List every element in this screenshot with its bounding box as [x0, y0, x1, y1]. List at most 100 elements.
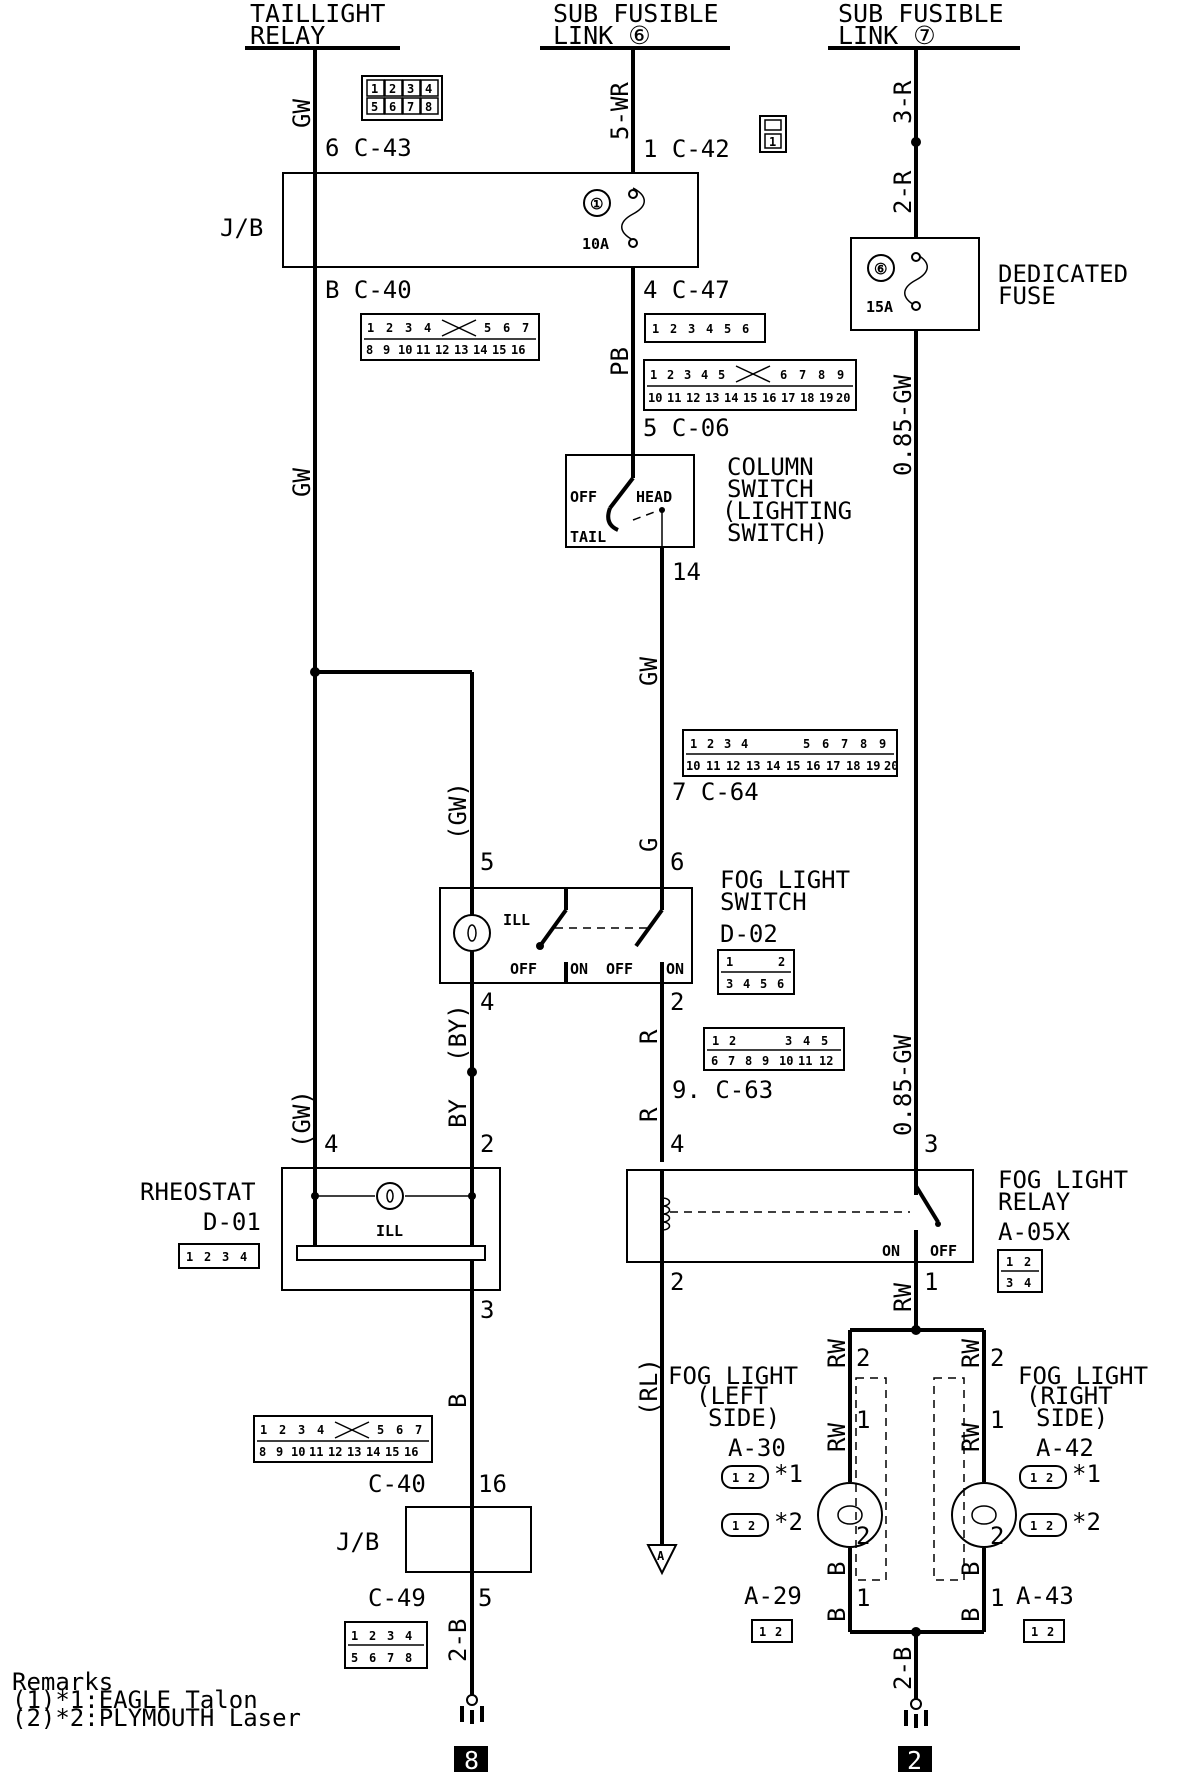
- svg-text:2: 2: [389, 82, 396, 96]
- svg-text:6: 6: [822, 737, 829, 751]
- svg-text:15: 15: [385, 1445, 399, 1459]
- fuse-1-amp: 10A: [582, 235, 609, 253]
- svg-text:4: 4: [743, 977, 750, 991]
- sub-fusible-link-7-source: SUB FUSIBLE LINK ⑦: [828, 0, 1020, 50]
- sub-fusible-6-label-2: LINK ⑥: [553, 21, 651, 50]
- fog-left-label-2: (LEFT: [696, 1382, 768, 1410]
- sub-fusible-7-label-1: SUB FUSIBLE: [838, 0, 1004, 28]
- svg-text:4: 4: [405, 1629, 412, 1643]
- fog-left-pin-1: 1: [856, 1406, 870, 1434]
- svg-text:4: 4: [317, 1423, 324, 1437]
- wire-label-rw: RW: [889, 1283, 917, 1312]
- remarks-line-1: (1)*1:EAGLE Talon: [12, 1686, 258, 1714]
- column-switch-off: OFF: [570, 488, 597, 506]
- svg-text:1: 1: [690, 737, 697, 751]
- left-b-wire: B 2-B: [444, 1290, 474, 1695]
- svg-text:1: 1: [367, 321, 374, 335]
- svg-text:1: 1: [650, 368, 657, 382]
- svg-text:17: 17: [826, 759, 840, 773]
- svg-text:5: 5: [803, 737, 810, 751]
- svg-text:6: 6: [711, 1054, 718, 1068]
- svg-text:1: 1: [712, 1034, 719, 1048]
- taillight-relay-source: TAILLIGHT RELAY: [245, 0, 400, 50]
- junction-block-bottom: [405, 1506, 532, 1573]
- svg-text:2: 2: [775, 1625, 782, 1639]
- svg-text:3: 3: [724, 737, 731, 751]
- pin-5-fog: 5: [480, 848, 494, 876]
- svg-text:7: 7: [387, 1651, 394, 1665]
- wire-label-gw-left: (GW): [288, 1090, 316, 1148]
- fog-left-pin-b2: 2: [856, 1522, 870, 1550]
- wire-label-5-wr: 5-WR: [606, 82, 634, 140]
- fog-left-label-4: A-30: [728, 1434, 786, 1462]
- svg-text:1: 1: [726, 955, 733, 969]
- pin-4-relay: 4: [670, 1130, 684, 1158]
- wire-label-pb: PB: [606, 347, 634, 376]
- dedicated-fuse-label-1: DEDICATED: [998, 260, 1128, 288]
- pin-4-fog: 4: [480, 988, 494, 1016]
- pin-5-c49: 5: [478, 1584, 492, 1612]
- fog-relay-label-2: RELAY: [998, 1188, 1071, 1216]
- fog-right-label-2: (RIGHT: [1026, 1382, 1113, 1410]
- pin-16-label: 16: [478, 1470, 507, 1498]
- wire-label-2b-left: 2-B: [444, 1619, 472, 1662]
- relay-on: ON: [882, 1242, 900, 1260]
- svg-text:7: 7: [407, 100, 414, 114]
- fog-right-pin-2: 2: [990, 1344, 1004, 1372]
- svg-text:1: 1: [1030, 1471, 1037, 1485]
- right-wire: 3-R 2-R 0.85-GW 0.85-GW: [889, 48, 921, 1195]
- pin-1-relay: 1: [924, 1268, 938, 1296]
- svg-text:3: 3: [387, 1629, 394, 1643]
- connector-c64-label: 7 C-64: [672, 778, 759, 806]
- fog-left-pin-b1: 1: [856, 1584, 870, 1612]
- svg-text:15: 15: [492, 343, 506, 357]
- fog-left-star-1: *1: [774, 1460, 803, 1488]
- svg-text:19: 19: [866, 759, 880, 773]
- dedicated-fuse-6-15a: ⑥ 15A: [850, 237, 980, 331]
- wire-label-2-r: 2-R: [889, 170, 917, 214]
- wire-label-gw-paren: (GW): [444, 782, 472, 840]
- wire-label-gw-mid: GW: [288, 468, 316, 497]
- svg-text:4: 4: [803, 1034, 810, 1048]
- by-wire: (BY) BY: [444, 983, 477, 1178]
- connector-c63-label: 9. C-63: [672, 1076, 773, 1104]
- svg-text:7: 7: [415, 1423, 422, 1437]
- wire-label-rw-l2: RW: [823, 1423, 851, 1452]
- wire-label-b-r2: B: [957, 1608, 985, 1622]
- fog-switch-off-1: OFF: [510, 960, 537, 978]
- svg-text:11: 11: [416, 343, 430, 357]
- svg-text:1: 1: [1006, 1255, 1013, 1269]
- svg-text:1: 1: [1031, 1625, 1038, 1639]
- fog-light-right-lamp: RW RW B B: [933, 1339, 1017, 1622]
- connector-c06-label: 5 C-06: [643, 414, 730, 442]
- fog-right-pin-b2: 2: [990, 1522, 1004, 1550]
- sub-fusible-link-6-source: SUB FUSIBLE LINK ⑥: [540, 0, 730, 50]
- svg-text:2: 2: [386, 321, 393, 335]
- svg-text:14: 14: [366, 1445, 380, 1459]
- wire-label-b-l2: B: [823, 1608, 851, 1622]
- svg-text:1: 1: [351, 1629, 358, 1643]
- svg-text:8: 8: [818, 368, 825, 382]
- svg-text:5: 5: [724, 322, 731, 336]
- svg-text:8: 8: [405, 1651, 412, 1665]
- fuse-6-number: ⑥: [874, 260, 887, 278]
- fog-right-star-2: *2: [1072, 1508, 1101, 1536]
- svg-text:2: 2: [1047, 1625, 1054, 1639]
- rheostat-label-2: D-01: [203, 1208, 261, 1236]
- svg-text:13: 13: [746, 759, 760, 773]
- svg-text:20: 20: [884, 759, 898, 773]
- column-switch: OFF HEAD TAIL: [565, 454, 695, 548]
- svg-text:5: 5: [821, 1034, 828, 1048]
- junction-block-bottom-label: J/B: [336, 1528, 379, 1556]
- svg-text:6: 6: [777, 977, 784, 991]
- svg-text:19: 19: [819, 391, 833, 405]
